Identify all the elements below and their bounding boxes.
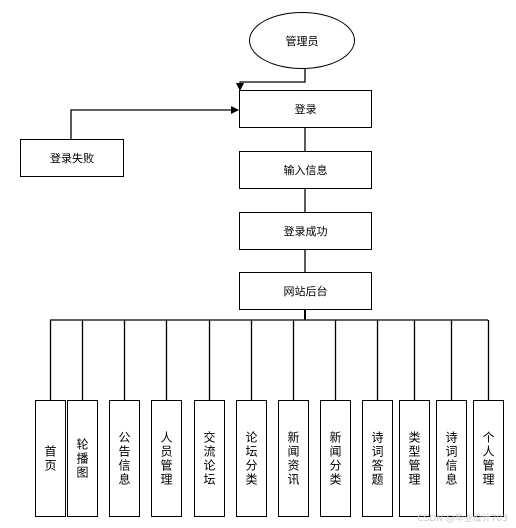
- backend-label: 网站后台: [283, 285, 328, 298]
- login-success-label: 登录成功: [283, 225, 328, 238]
- login-success-node: 登录成功: [239, 212, 372, 250]
- login-node: 登录: [239, 90, 372, 128]
- module-label: 首页: [43, 444, 57, 473]
- module-node: 公告信息: [109, 400, 140, 517]
- module-node: 类型管理: [399, 400, 430, 517]
- module-node: 诗词信息: [436, 400, 467, 517]
- login-label: 登录: [294, 103, 317, 116]
- login-fail-node: 登录失败: [20, 139, 124, 177]
- module-drop-lines: [49, 320, 490, 400]
- module-node: 人员管理: [151, 400, 182, 517]
- input-info-label: 输入信息: [283, 164, 328, 177]
- actor-to-login-line: [236, 68, 306, 91]
- module-label: 诗词答题: [370, 430, 384, 487]
- module-label: 诗词信息: [444, 430, 458, 487]
- module-label: 论坛分类: [244, 430, 258, 487]
- module-node: 个人管理: [473, 400, 504, 517]
- watermark-text: CSDN @毕业设计703: [417, 514, 508, 524]
- module-node: 交流论坛: [194, 400, 225, 517]
- module-node: 诗词答题: [362, 400, 393, 517]
- module-label: 类型管理: [407, 430, 421, 487]
- module-node: 首页: [35, 400, 66, 517]
- backend-node: 网站后台: [239, 272, 372, 310]
- module-label: 新闻分类: [328, 430, 342, 487]
- module-label: 公告信息: [117, 430, 131, 487]
- module-node: 新闻分类: [320, 400, 351, 517]
- module-label: 人员管理: [159, 430, 173, 487]
- fail-to-login-line: [70, 106, 239, 139]
- module-node: 新闻资讯: [278, 400, 309, 517]
- actor-admin-node: 管理员: [249, 12, 355, 69]
- module-label: 交流论坛: [202, 430, 216, 487]
- module-node: 轮播图: [67, 400, 98, 517]
- actor-label: 管理员: [285, 34, 319, 48]
- input-info-node: 输入信息: [239, 151, 372, 189]
- module-label: 个人管理: [481, 430, 495, 487]
- module-label: 新闻资讯: [286, 430, 300, 487]
- module-label: 轮播图: [75, 437, 89, 480]
- login-fail-label: 登录失败: [50, 152, 94, 165]
- module-node: 论坛分类: [236, 400, 267, 517]
